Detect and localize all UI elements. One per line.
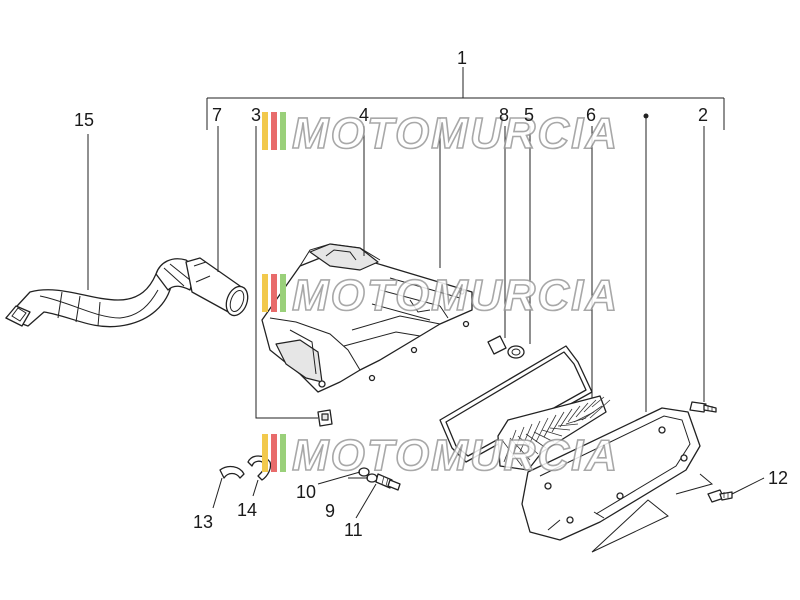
callout-14: 14 <box>237 500 257 520</box>
callout-13: 13 <box>193 512 213 532</box>
callout-1: 1 <box>457 48 467 68</box>
leader-lines <box>87 113 765 519</box>
watermark-1: MOTOMURCIA <box>262 108 619 159</box>
sleeve-part <box>487 335 525 359</box>
screw-part <box>707 489 733 503</box>
callout-10: 10 <box>296 482 316 502</box>
watermark-text: MOTOMURCIA <box>292 431 619 480</box>
callout-labels: 1 2 3 4 5 6 7 8 9 10 11 12 13 14 15 <box>74 48 788 540</box>
screw-washer-set <box>358 467 401 491</box>
callout-9: 9 <box>325 501 335 521</box>
callout-2: 2 <box>698 105 708 125</box>
half-ring-part <box>219 465 245 479</box>
air-box-cover-part <box>521 407 701 541</box>
intake-hose-part <box>5 258 197 328</box>
mounting-leader-lines <box>591 473 714 553</box>
callout-11: 11 <box>344 520 363 540</box>
watermark-text: MOTOMURCIA <box>292 109 619 158</box>
watermark-3: MOTOMURCIA <box>262 430 619 481</box>
callout-15: 15 <box>74 110 94 130</box>
filter-element-part <box>497 395 611 471</box>
callout-12: 12 <box>768 468 788 488</box>
callout-4: 4 <box>359 105 369 125</box>
callout-6: 6 <box>586 105 596 125</box>
screw-part <box>689 401 717 413</box>
callout-3: 3 <box>251 105 261 125</box>
rubber-elbow-part <box>185 257 249 317</box>
callout-8: 8 <box>499 105 509 125</box>
callout-7: 7 <box>212 105 222 125</box>
clip-part <box>317 409 333 427</box>
air-box-housing <box>261 243 473 393</box>
callout-5: 5 <box>524 105 534 125</box>
assembly-bracket <box>206 67 725 130</box>
watermark-2: MOTOMURCIA <box>262 270 619 321</box>
watermark-text: MOTOMURCIA <box>292 271 619 320</box>
